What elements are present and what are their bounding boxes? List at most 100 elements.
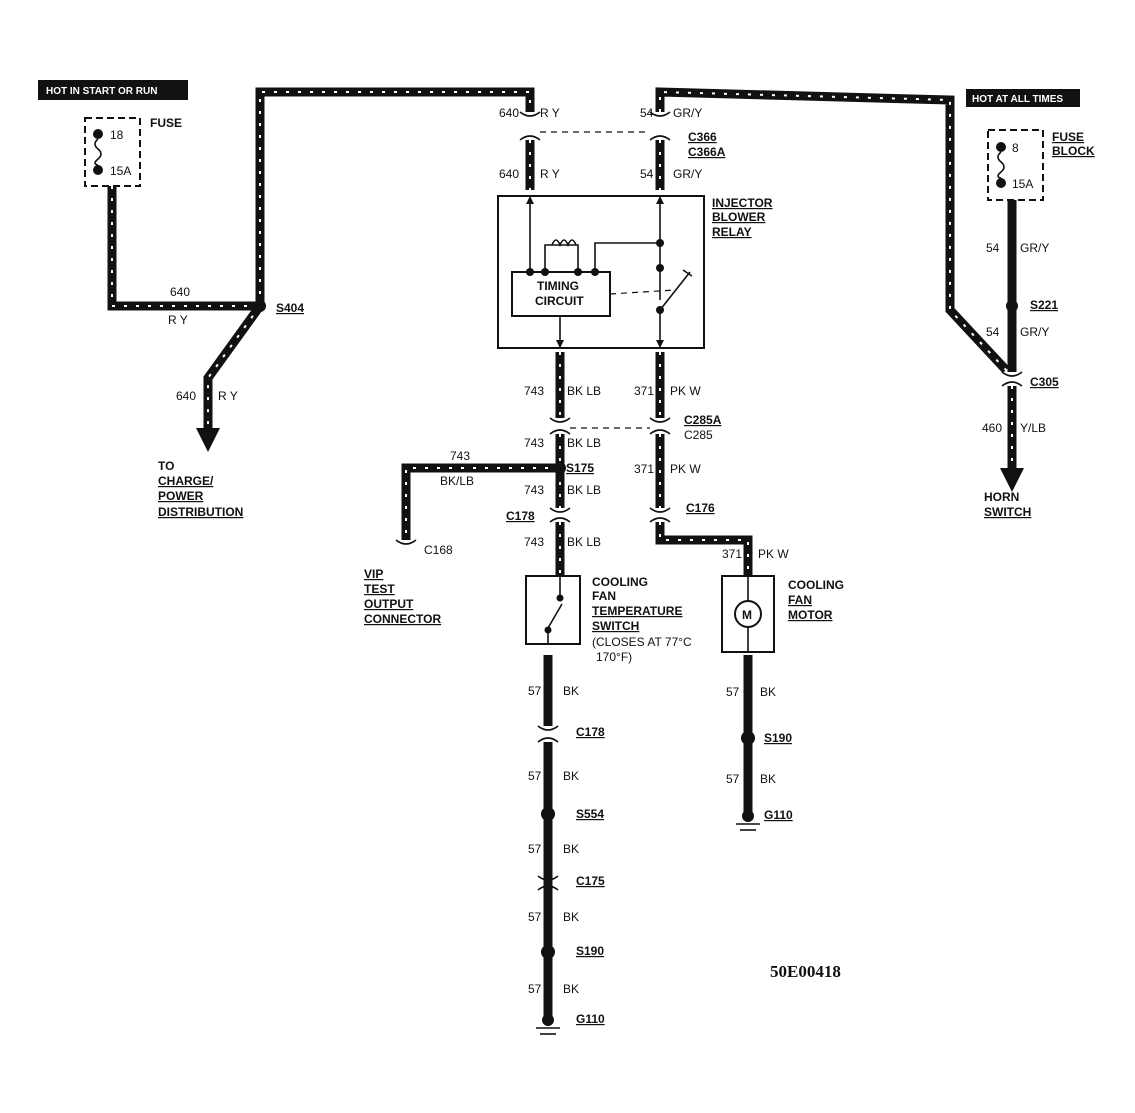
label-s190-left: S190 — [576, 944, 604, 958]
connector-c366-cap-a — [519, 111, 541, 117]
w57-a-color: BK — [563, 684, 579, 698]
label-s404: S404 — [276, 301, 304, 315]
stripe-371-c — [659, 522, 749, 576]
connector-c285a-cap-a — [549, 417, 571, 423]
stripe-640-a — [111, 186, 260, 307]
label-s190-right: S190 — [764, 731, 792, 745]
w54-r2-color: GR/Y — [1020, 325, 1049, 339]
w57-f-num: 57 — [726, 685, 740, 699]
stripe-743-c — [405, 467, 560, 540]
connector-c178-top-cap-b — [549, 517, 571, 523]
w54-r1-num: 54 — [986, 241, 1000, 255]
splice-s404 — [254, 300, 266, 312]
label-c178-top: C178 — [506, 509, 535, 523]
fuse-8-terminal-bottom — [996, 178, 1006, 188]
fuse-8-number: 8 — [1012, 141, 1019, 155]
wire-640-to-charge — [203, 303, 264, 430]
ground-right-node — [742, 810, 754, 822]
w371-b-num: 371 — [634, 462, 654, 476]
wire-640-s404-to-relay — [255, 87, 535, 306]
label-s554: S554 — [576, 807, 604, 821]
w57-e-num: 57 — [528, 982, 542, 996]
vip-label-1: VIP — [364, 567, 383, 581]
connector-c176-cap-a — [649, 507, 671, 513]
w640-left-num: 640 — [170, 285, 190, 299]
wire-743-to-c168 — [401, 463, 560, 540]
charge-label-1: TO — [158, 459, 174, 473]
connector-c366-cap-b — [519, 135, 541, 141]
w57-d-num: 57 — [528, 910, 542, 924]
w371-b-color: PK W — [670, 462, 701, 476]
w743-a-num: 743 — [524, 384, 544, 398]
w743-c-num: 743 — [450, 449, 470, 463]
hot-all-times-tag — [966, 89, 1080, 107]
w57-e-color: BK — [563, 982, 579, 996]
splice-s190-left — [541, 945, 555, 959]
relay-node-5 — [656, 239, 664, 247]
charge-label-3: POWER — [158, 489, 204, 503]
connector-c178-bot-cap-b — [537, 737, 559, 743]
arrow-to-charge-icon — [196, 428, 220, 452]
w743-e-color: BK LB — [567, 535, 601, 549]
timing-label-1: TIMING — [537, 279, 579, 293]
motor-symbol: M — [742, 608, 752, 622]
charge-label-2: CHARGE/ — [158, 474, 214, 488]
hot-all-times-label: HOT AT ALL TIMES — [972, 94, 1063, 105]
label-c176: C176 — [686, 501, 715, 515]
splice-s190-right — [741, 731, 755, 745]
fuse-18-number: 18 — [110, 128, 124, 142]
w640-top-color: R Y — [540, 106, 560, 120]
w57-c-color: BK — [563, 842, 579, 856]
relay-node-3 — [574, 268, 582, 276]
w54-top-color: GR/Y — [673, 106, 702, 120]
temp-switch-arm — [547, 603, 563, 629]
fan-motor-label-3: MOTOR — [788, 608, 833, 622]
w743-d-color: BK LB — [567, 483, 601, 497]
w54-mid-num: 54 — [640, 167, 654, 181]
relay-node-1 — [526, 268, 534, 276]
label-c175: C175 — [576, 874, 605, 888]
w460-color: Y/LB — [1020, 421, 1046, 435]
w371-a-color: PK W — [670, 384, 701, 398]
label-c366a: C366A — [688, 145, 726, 159]
connector-c366a-cap-a — [649, 111, 671, 117]
component-labels: INJECTOR BLOWER RELAY COOLING FAN TEMPER… — [592, 196, 844, 664]
connector-c178-top-cap-a — [549, 507, 571, 513]
fuse-18-box — [84, 117, 141, 187]
destination-labels: TO CHARGE/ POWER DISTRIBUTION VIP TEST O… — [158, 459, 1031, 626]
w640-mid-num: 640 — [499, 167, 519, 181]
ground-left-icon — [536, 1014, 560, 1035]
horn-label-2: SWITCH — [984, 505, 1031, 519]
relay-label-1: INJECTOR — [712, 196, 773, 210]
connector-c176-cap-b — [649, 517, 671, 523]
w57-g-num: 57 — [726, 772, 740, 786]
w54-mid-color: GR/Y — [673, 167, 702, 181]
connector-c168-cap — [395, 539, 417, 545]
splice-s554 — [541, 807, 555, 821]
relay-switch-arm-icon — [659, 271, 691, 311]
relay-label-3: RELAY — [712, 225, 752, 239]
relay-internals — [526, 196, 693, 348]
fuse-block-label-2: BLOCK — [1052, 144, 1095, 158]
fuse-8-box — [987, 129, 1044, 201]
w640-mid-color: R Y — [540, 167, 560, 181]
relay-coil-icon — [551, 239, 577, 248]
w57-d-color: BK — [563, 910, 579, 924]
w743-d-num: 743 — [524, 483, 544, 497]
stripe-54-a — [659, 90, 1007, 371]
label-g110-right: G110 — [764, 808, 793, 822]
hot-start-run-label: HOT IN START OR RUN — [46, 86, 157, 97]
w54-r2-num: 54 — [986, 325, 1000, 339]
fuse-18-element-icon — [94, 138, 102, 166]
w743-e-num: 743 — [524, 535, 544, 549]
charge-label-4: DISTRIBUTION — [158, 505, 243, 519]
label-g110-left: G110 — [576, 1012, 605, 1026]
w54-top-num: 54 — [640, 106, 654, 120]
relay-node-4 — [591, 268, 599, 276]
temp-switch-note-2: 170°F) — [596, 650, 632, 664]
stripe-640-b — [259, 91, 531, 306]
fuse-8-rating: 15A — [1012, 177, 1033, 191]
relay-arrow-371-icon — [656, 340, 664, 348]
connector-c175-cap-a — [537, 875, 559, 881]
